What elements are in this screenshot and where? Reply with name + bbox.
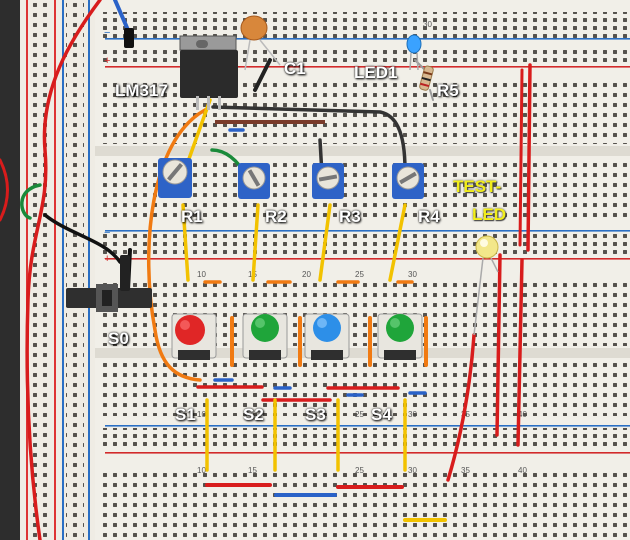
column-number: 20	[302, 270, 311, 279]
label-led1: LED1	[354, 63, 398, 82]
column-number: 35	[461, 410, 470, 419]
label-test-led-line1: TEST-	[453, 177, 502, 196]
column-number: 25	[355, 466, 364, 475]
pushbutton-s2	[242, 313, 288, 360]
black-wire	[253, 58, 272, 92]
trimmer-r3	[312, 163, 344, 199]
label-r5: R5	[437, 81, 459, 100]
column-number: 30	[408, 270, 417, 279]
red-wire	[25, 0, 102, 540]
label-s3: S3	[305, 405, 326, 424]
column-number: 30	[408, 466, 417, 475]
label-s2: S2	[243, 405, 264, 424]
label-c1: C1	[284, 59, 306, 78]
svg-text:+: +	[104, 253, 110, 265]
test-led	[473, 235, 499, 336]
pushbutton-s3	[304, 313, 350, 360]
column-number: 10	[197, 410, 206, 419]
column-number: 10	[197, 270, 206, 279]
svg-text:+: +	[104, 55, 110, 67]
green-wire	[20, 183, 42, 220]
label-test-led-line2: LED	[472, 205, 506, 224]
label-r4: R4	[418, 207, 440, 226]
trimmer-r4	[392, 163, 424, 199]
black-wire	[211, 105, 407, 172]
column-number: 25	[355, 410, 364, 419]
r5-resistor	[419, 65, 434, 91]
column-number: 40	[518, 466, 527, 475]
label-r3: R3	[339, 207, 361, 226]
label-s0: S0	[108, 329, 129, 348]
svg-text:−: −	[104, 27, 110, 39]
black-wire	[43, 213, 122, 264]
label-r1: R1	[181, 207, 203, 226]
label-s1: S1	[175, 405, 196, 424]
column-number: 10	[197, 466, 206, 475]
column-number: 25	[355, 270, 364, 279]
pushbutton-s1	[171, 313, 217, 360]
connector-plug	[124, 28, 134, 48]
svg-text:−: −	[104, 227, 110, 239]
s0-slide-switch	[66, 255, 152, 312]
lm317-regulator	[179, 35, 238, 110]
left-breadboard	[20, 0, 95, 540]
brown-wire	[215, 120, 325, 124]
column-number: 40	[518, 410, 527, 419]
blue-wire	[113, 0, 130, 32]
column-number: 35	[461, 466, 470, 475]
red-wire	[0, 158, 9, 222]
trimmer-r2	[238, 163, 270, 199]
led1-component	[406, 34, 422, 71]
pushbutton-s4	[377, 313, 423, 360]
column-number: 30	[408, 410, 417, 419]
column-number: 15	[248, 466, 257, 475]
label-lm317: LM317	[115, 81, 168, 100]
trimmer-r1	[158, 158, 192, 198]
c1-capacitor	[240, 15, 281, 71]
column-number: 30	[423, 20, 432, 29]
label-r2: R2	[265, 207, 287, 226]
label-s4: S4	[371, 405, 392, 424]
